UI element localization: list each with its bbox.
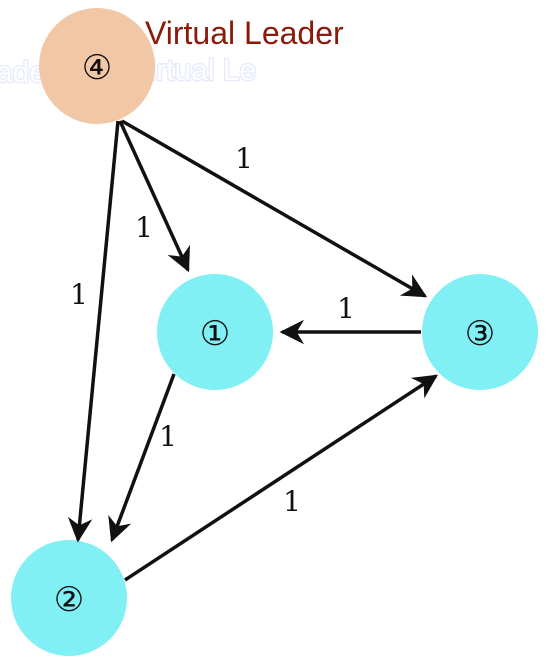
edge-1-to-2 <box>108 373 176 543</box>
node-4-circle <box>39 8 155 124</box>
edge-4-to-2-weight: 1 <box>70 278 88 311</box>
edge-4-to-1-weight: 1 <box>135 211 153 244</box>
edge-2-to-3-weight: 1 <box>283 485 301 518</box>
node-2-label: ② <box>54 580 84 620</box>
node-1: ① <box>157 274 273 390</box>
node-2-circle <box>11 540 127 656</box>
node-3: ③ <box>422 274 538 390</box>
node-1-circle <box>157 274 273 390</box>
edge-2-to-3 <box>124 374 439 582</box>
edge-4-to-3-weight: 1 <box>235 142 253 175</box>
node-1-label: ① <box>200 314 230 354</box>
edge-4-to-3 <box>121 119 428 298</box>
edge-1-to-2-weight: 1 <box>159 420 177 453</box>
node-3-circle <box>422 274 538 390</box>
edge-4-to-2 <box>67 120 120 543</box>
edge-4-to-1 <box>118 120 190 273</box>
node-2: ② <box>11 540 127 656</box>
node-3-label: ③ <box>465 314 495 354</box>
node-4-label: ④ <box>82 48 112 88</box>
node-4-leader: ④ <box>39 8 155 124</box>
edge-3-to-1-weight: 1 <box>337 292 355 325</box>
virtual-leader-label: Virtual Leader <box>145 15 344 51</box>
